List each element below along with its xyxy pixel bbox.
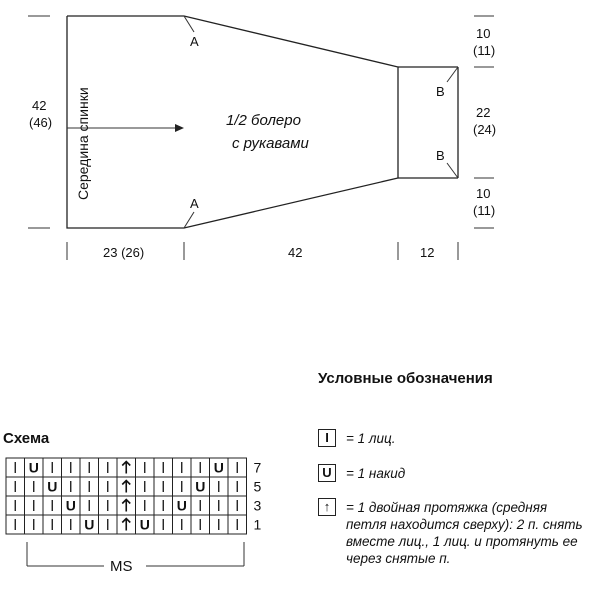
repeat-label: MS bbox=[110, 558, 133, 575]
right-bottom: 10 bbox=[476, 186, 490, 201]
yarn-over-stitch: U bbox=[140, 517, 150, 533]
right-top: 10 bbox=[476, 26, 490, 41]
chart-title: Схема bbox=[3, 430, 50, 447]
bottom-left-width: 23 (26) bbox=[103, 245, 144, 260]
center-arrow bbox=[67, 124, 184, 132]
repeat-bracket bbox=[26, 542, 245, 567]
center-back-label: Середина спинки bbox=[75, 87, 91, 200]
yarn-over-stitch: U bbox=[84, 517, 94, 533]
double-decrease-stitch bbox=[121, 498, 131, 512]
row-number: 3 bbox=[254, 498, 262, 514]
marker-b-bottom: B bbox=[436, 148, 445, 163]
legend-title: Условные обозначения bbox=[318, 370, 493, 387]
bottom-right-width: 12 bbox=[420, 245, 434, 260]
double-decrease-stitch bbox=[121, 517, 131, 531]
marker-a-top: A bbox=[190, 34, 199, 49]
title-line2: с рукавами bbox=[232, 135, 310, 152]
marker-b-top: B bbox=[436, 84, 445, 99]
double-decrease-stitch bbox=[121, 479, 131, 493]
double-decrease-stitch bbox=[121, 460, 131, 474]
legend-double-decrease-text: = 1 двойная протяжка (средняя петля нахо… bbox=[346, 500, 583, 566]
legend-yarn-over-text: = 1 накид bbox=[346, 466, 406, 481]
bolero-outline bbox=[66, 15, 459, 229]
yarn-over-stitch: U bbox=[29, 460, 39, 476]
row-number: 1 bbox=[254, 517, 262, 533]
right-dimension bbox=[474, 15, 494, 229]
knit-symbol: I bbox=[318, 429, 336, 447]
yarn-over-stitch: U bbox=[47, 479, 57, 495]
right-bottom-alt: (11) bbox=[473, 203, 495, 218]
row-number: 5 bbox=[254, 479, 262, 495]
double-decrease-symbol: ↑ bbox=[318, 498, 336, 516]
yarn-over-symbol: U bbox=[318, 464, 336, 482]
left-dimension bbox=[28, 15, 50, 229]
marker-a-bottom: A bbox=[190, 196, 199, 211]
bottom-mid-width: 42 bbox=[288, 245, 302, 260]
right-mid-alt: (24) bbox=[473, 122, 496, 137]
yarn-over-stitch: U bbox=[214, 460, 224, 476]
right-top-alt: (11) bbox=[473, 43, 495, 58]
legend-knit-text: = 1 лиц. bbox=[346, 431, 396, 446]
left-height: 42 bbox=[32, 98, 46, 113]
bottom-dimension bbox=[66, 242, 459, 260]
title-line1: 1/2 болеро bbox=[226, 112, 301, 129]
yarn-over-stitch: U bbox=[177, 498, 187, 514]
yarn-over-stitch: U bbox=[195, 479, 205, 495]
left-height-alt: (46) bbox=[29, 115, 52, 130]
right-mid: 22 bbox=[476, 105, 490, 120]
yarn-over-stitch: U bbox=[66, 498, 76, 514]
row-number: 7 bbox=[254, 460, 262, 476]
